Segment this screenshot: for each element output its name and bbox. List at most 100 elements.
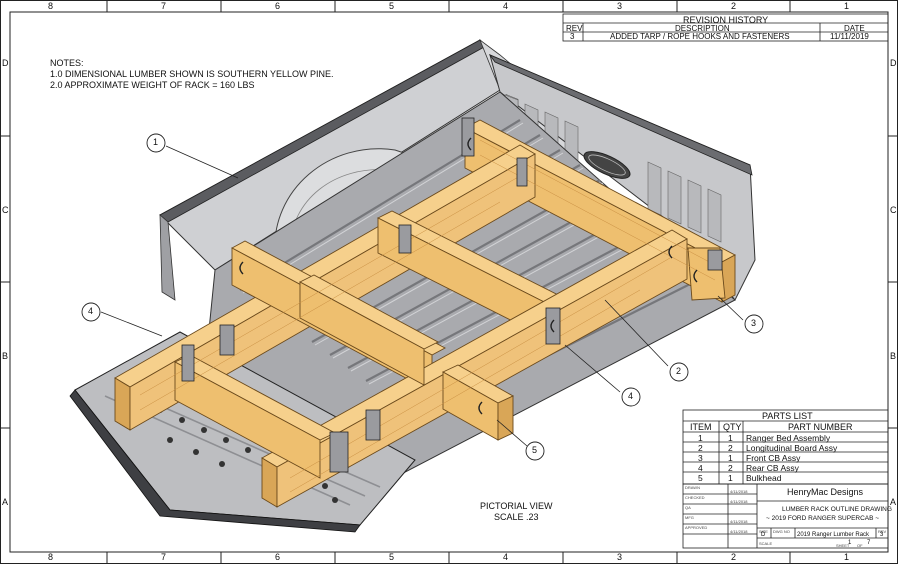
tb-date-3: 4/11/2018 [730, 519, 748, 524]
tb-label-qa: QA [685, 505, 691, 510]
zone-row-b-right: B [890, 351, 897, 361]
revision-history-table [562, 13, 889, 42]
rev-row-description: ADDED TARP / ROPE HOOKS AND FASTENERS [610, 32, 790, 41]
rack-hardware [181, 117, 723, 473]
zone-col-1-bottom: 1 [844, 552, 850, 562]
zone-row-b-left: B [2, 351, 9, 361]
balloon-3 [744, 314, 764, 334]
balloon-1-label: 1 [153, 137, 159, 147]
view-scale: SCALE .23 [493, 512, 539, 522]
parts-row-4-item: 4 [698, 463, 703, 473]
tb-size: D [761, 532, 766, 538]
tb-date-4: 4/11/2018 [730, 529, 748, 534]
rev-header-date: DATE [844, 24, 865, 33]
tb-label-approved: APPROVED [685, 525, 708, 530]
note-1: 1.0 DIMENSIONAL LUMBER SHOWN IS SOUTHERN… [50, 69, 334, 79]
zone-row-d-right: D [890, 58, 897, 68]
revision-history-title: REVISION HISTORY [683, 15, 769, 25]
zone-col-2-top: 2 [731, 1, 737, 11]
zone-col-5-top: 5 [389, 1, 395, 11]
parts-row-4-part: Rear CB Assy [746, 463, 799, 473]
bed-right-rail [488, 54, 753, 176]
tailgate-edge [69, 389, 361, 533]
zone-row-d-left: D [2, 58, 9, 68]
parts-row-3-qty: 1 [728, 453, 733, 463]
parts-header-qty: QTY [723, 422, 742, 432]
title-block [682, 483, 889, 549]
ford-badge-icon [583, 151, 631, 179]
pictorial-view-label: PICTORIAL VIEW SCALE .23 [480, 501, 553, 523]
zone-col-3-top: 3 [617, 1, 623, 11]
parts-row-4-qty: 2 [728, 463, 733, 473]
tb-label-dwg-no: DWG NO [773, 529, 790, 534]
balloon-2-label: 2 [676, 366, 682, 376]
zone-col-2-bottom: 2 [731, 552, 737, 562]
balloon-4b-label: 4 [628, 391, 634, 401]
rev-header-rev: REV [566, 24, 583, 33]
zone-row-a-left: A [2, 497, 9, 507]
callout-balloons [81, 133, 764, 461]
rev-header-description: DESCRIPTION [675, 24, 730, 33]
balloon-4a [81, 302, 101, 322]
balloon-5 [525, 441, 545, 461]
rope-hook-icon [239, 137, 698, 415]
parts-row-5-qty: 1 [728, 473, 733, 483]
tb-sheet-of: 7 [867, 540, 871, 546]
notes-heading: NOTES: [50, 58, 84, 68]
rev-row-rev: 3 [570, 32, 575, 41]
parts-row-1-part: Ranger Bed Assembly [746, 433, 831, 443]
zone-row-c-left: C [2, 205, 9, 215]
bed-left-wall-outer [159, 214, 176, 301]
zone-col-4-top: 4 [503, 1, 509, 11]
tb-date-2: 4/11/2018 [730, 499, 748, 504]
rev-row-date: 11/11/2019 [830, 32, 869, 41]
parts-row-2-part: Longitudinal Board Assy [746, 443, 838, 453]
tb-label-drawn: DRAWN [685, 485, 700, 490]
zone-row-c-right: C [890, 205, 897, 215]
zone-col-6-top: 6 [275, 1, 281, 11]
balloon-5-label: 5 [532, 445, 538, 455]
tb-label-of: OF [857, 543, 863, 548]
zone-col-7-top: 7 [161, 1, 167, 11]
balloon-1 [146, 133, 166, 153]
callout-leaders [100, 145, 744, 447]
parts-row-1-item: 1 [698, 433, 703, 443]
zone-col-1-top: 1 [844, 1, 850, 11]
parts-header-item: ITEM [690, 422, 712, 432]
tb-company: HenryMac Designs [787, 487, 864, 497]
view-name: PICTORIAL VIEW [480, 501, 553, 511]
tb-label-checked: CHECKED [685, 495, 705, 500]
balloon-2 [669, 362, 689, 382]
parts-list-title: PARTS LIST [762, 411, 813, 421]
tb-title-line-1: LUMBER RACK OUTLINE DRAWING [782, 506, 892, 513]
parts-row-2-qty: 2 [728, 443, 733, 453]
notes-block: NOTES: 1.0 DIMENSIONAL LUMBER SHOWN IS S… [50, 58, 334, 91]
tb-label-mfg: MFG [685, 515, 694, 520]
parts-row-3-part: Front CB Assy [746, 453, 801, 463]
longitudinal-board-right-side [261, 457, 278, 508]
tb-label-size: SIZE [759, 529, 768, 534]
tb-date-1: 4/11/2018 [730, 489, 748, 494]
zone-col-8-top: 8 [48, 1, 54, 11]
tb-dwg-no: 2019 Ranger Lumber Rack [797, 532, 870, 538]
zone-col-5-bottom: 5 [389, 552, 395, 562]
balloon-3-label: 3 [751, 318, 757, 328]
balloon-4a-label: 4 [88, 306, 94, 316]
zone-col-3-bottom: 3 [617, 552, 623, 562]
parts-row-1-qty: 1 [728, 433, 733, 443]
zone-col-8-bottom: 8 [48, 552, 54, 562]
tb-label-sheet: SHEET [836, 543, 850, 548]
parts-row-5-part: Bulkhead [746, 473, 782, 483]
parts-row-5-item: 5 [698, 473, 703, 483]
zone-col-7-bottom: 7 [161, 552, 167, 562]
longitudinal-board-left-side [114, 377, 131, 431]
tb-label-rev: REV [878, 529, 887, 534]
note-2: 2.0 APPROXIMATE WEIGHT OF RACK = 160 LBS [50, 80, 255, 90]
parts-header-part-number: PART NUMBER [788, 422, 853, 432]
parts-row-3-item: 3 [698, 453, 703, 463]
parts-list-table [682, 409, 889, 485]
tb-title-line-2: ~ 2019 FORD RANGER SUPERCAB ~ [766, 515, 880, 522]
tb-rev: 3 [880, 532, 884, 538]
